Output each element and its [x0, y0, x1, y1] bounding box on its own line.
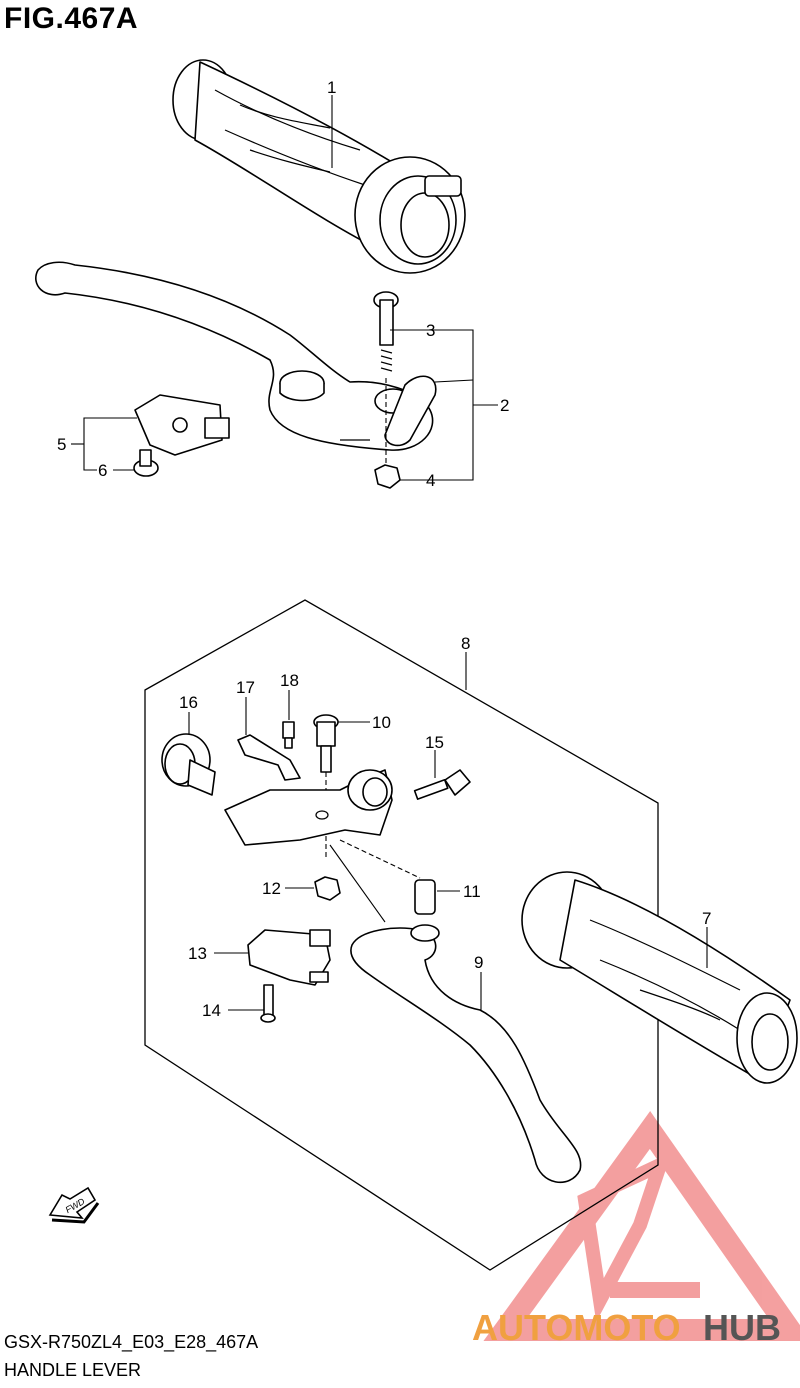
- callout-6: 6: [98, 461, 107, 480]
- callout-labels: 1 3 2 5 4 6 8 16 17 18 10 15 12 11 7 13 …: [57, 78, 711, 1020]
- pivot-bolt-part-10: [313, 714, 370, 860]
- leader-lines-upper: [71, 95, 498, 481]
- callout-13: 13: [188, 944, 207, 963]
- brake-lever-part-2: [35, 261, 437, 451]
- callout-3: 3: [426, 321, 435, 340]
- nut-part-4: [374, 464, 401, 489]
- adjuster-knob-part-16: [161, 712, 216, 796]
- callout-14: 14: [202, 1001, 221, 1020]
- callout-15: 15: [425, 733, 444, 752]
- callout-17: 17: [236, 678, 255, 697]
- callout-10: 10: [372, 713, 391, 732]
- callout-4: 4: [426, 471, 435, 490]
- watermark-wordmark: AUTOMOTO HUB: [472, 1307, 781, 1348]
- screw-part-14: [228, 984, 276, 1023]
- callout-12: 12: [262, 879, 281, 898]
- callout-11: 11: [463, 882, 481, 901]
- callout-2: 2: [500, 396, 509, 415]
- collar-part-11: [329, 839, 460, 923]
- callout-8: 8: [461, 634, 470, 653]
- screw-part-6: [133, 449, 159, 477]
- nut-part-12: [285, 876, 341, 901]
- watermark-text-hub: HUB: [703, 1307, 781, 1348]
- callout-7: 7: [702, 909, 711, 928]
- bolt-part-3: [373, 291, 399, 470]
- watermark-text-automoto: AUTOMOTO: [472, 1307, 681, 1348]
- callout-5: 5: [57, 435, 66, 454]
- figure-title: FIG.467A: [4, 2, 139, 35]
- assembly-frame-part-8: [144, 599, 659, 1271]
- callout-1: 1: [327, 78, 336, 97]
- model-code: GSX-R750ZL4_E03_E28_467A: [4, 1332, 259, 1352]
- clutch-switch-part-13: [214, 929, 331, 986]
- watermark-triangle-logo: [483, 1111, 800, 1341]
- handlebar-grip-part-7: [521, 871, 798, 1084]
- clutch-lever-part-9: [350, 924, 582, 1184]
- throttle-grip-part-1: [172, 59, 466, 274]
- fwd-arrow-icon: FWD: [48, 1186, 100, 1224]
- callout-9: 9: [474, 953, 483, 972]
- brake-switch-part-5: [134, 394, 230, 456]
- spring-part-17: [237, 697, 301, 781]
- callout-18: 18: [280, 671, 299, 690]
- figure-caption: HANDLE LEVER: [4, 1360, 142, 1380]
- screw-part-18: [282, 690, 295, 749]
- bolt-part-15: [413, 750, 471, 800]
- callout-16: 16: [179, 693, 198, 712]
- clutch-lever-holder: [224, 769, 393, 846]
